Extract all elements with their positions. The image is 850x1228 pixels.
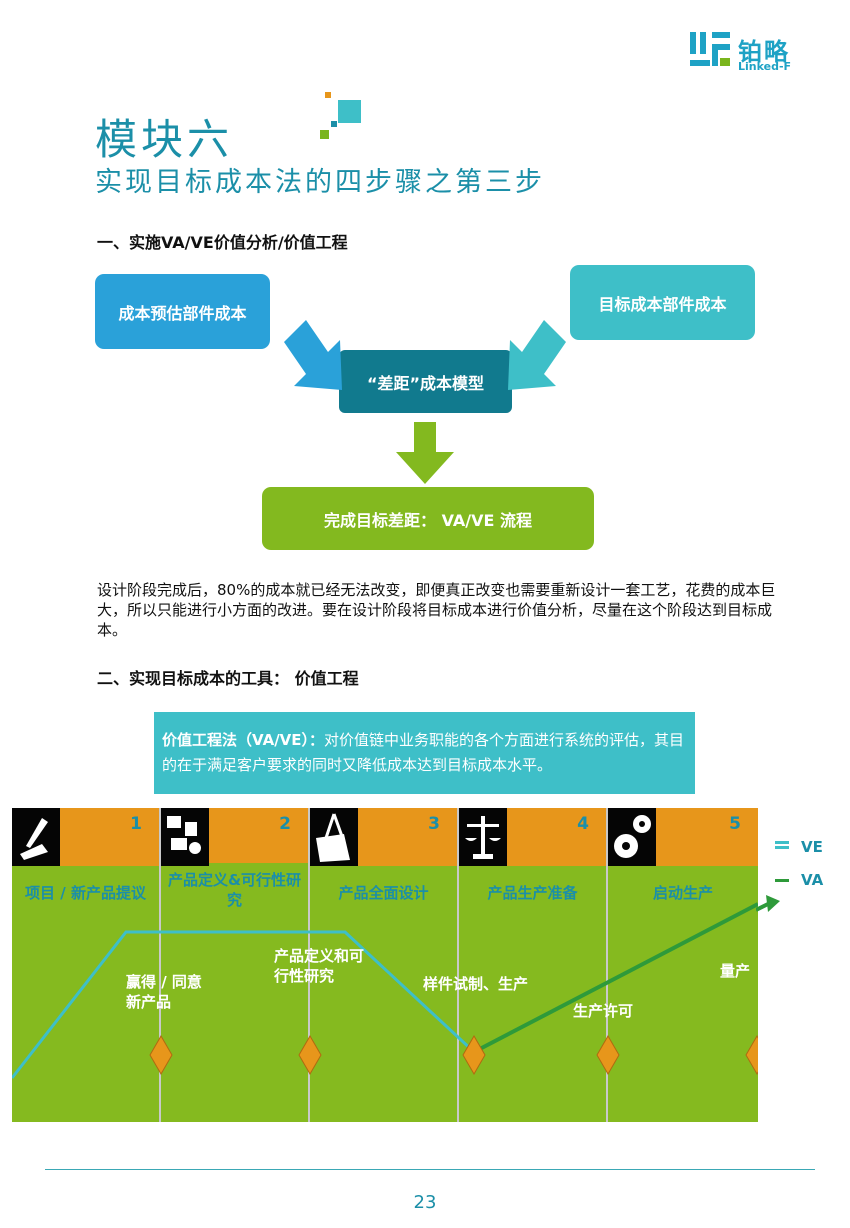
section-heading-va-ve: 一、实施VA/VE价值分析/价值工程 (97, 233, 348, 252)
milestone-diamonds (149, 1035, 758, 1075)
milestone-diamond (462, 1035, 486, 1075)
compass-drawing-icon (310, 808, 358, 866)
stage-name: 产品生产准备 (487, 884, 578, 902)
logo-mark-icon (690, 32, 730, 66)
stage-name: 产品定义&可行性研究 (161, 870, 308, 910)
process-stages-chart: 1 项目 / 新产品提议 2 产品定义&可行性研究 3 产品全面设计 4 (12, 808, 758, 1122)
section-heading-value-engineering: 二、实现目标成本的工具： 价值工程 (97, 669, 359, 688)
note-production-permit: 生产许可 (573, 1002, 634, 1020)
note-win-new-product: 赢得 / 同意新产品 (126, 973, 202, 1011)
stage-3: 3 产品全面设计 (310, 808, 459, 1122)
estimated-cost-box: 成本预估部件成本 (95, 274, 270, 349)
gears-icon (608, 808, 656, 866)
milestone-diamond (745, 1035, 758, 1075)
pen-paper-icon (12, 808, 60, 866)
brand-logo: 铂略 Linked-F (690, 30, 820, 74)
legend-ve-label: VE (801, 838, 823, 856)
note-sample-production: 样件试制、生产 (423, 975, 529, 993)
ve-line (12, 930, 476, 1079)
target-cost-box: 目标成本部件成本 (570, 265, 755, 340)
definition-text: 对价值链中业务职能的各个方面进行系统的评估，其目的在于满足客户要求的同时又降低成… (162, 731, 685, 774)
legend-va-swatch (775, 879, 789, 882)
arrow-down-right-icon (284, 320, 342, 390)
arrow-down-icon (396, 422, 454, 484)
stage-number: 4 (577, 814, 589, 834)
gap-cost-model-box: “差距”成本模型 (339, 350, 512, 413)
scales-icon (459, 808, 507, 866)
stage-4: 4 产品生产准备 (459, 808, 608, 1122)
stage-2: 2 产品定义&可行性研究 (161, 808, 310, 1122)
stage-name: 启动生产 (652, 884, 713, 902)
design-stage-paragraph: 设计阶段完成后，80%的成本就已经无法改变，即便真正改变也需要重新设计一套工艺，… (97, 581, 776, 639)
milestone-diamond (298, 1035, 322, 1075)
value-engineering-definition: 价值工程法（VA/VE）：对价值链中业务职能的各个方面进行系统的评估，其目的在于… (154, 712, 695, 794)
stage-number: 1 (130, 814, 142, 834)
definition-term: 价值工程法（VA/VE）： (162, 731, 325, 749)
page-number: 23 (413, 1192, 437, 1213)
va-arrow-head-icon (756, 895, 780, 912)
legend-ve: VE (775, 838, 823, 856)
stage-number: 2 (279, 814, 291, 834)
module-title: 模块六 (95, 115, 234, 164)
logo-name-en: Linked-F (738, 60, 792, 73)
logo-name-cn: 铂略 (738, 38, 790, 66)
complete-gap-box: 完成目标差距： VA/VE 流程 (262, 487, 594, 550)
stage-number: 3 (428, 814, 440, 834)
legend-va: VA (775, 871, 823, 889)
decorative-squares-icon (320, 92, 361, 139)
flow-arrows (284, 320, 566, 484)
footer-divider (45, 1169, 815, 1170)
note-mass-production: 量产 (720, 962, 751, 980)
puzzle-icon (161, 808, 209, 866)
page-subtitle: 实现目标成本法的四步骤之第三步 (95, 167, 545, 198)
stage-1: 1 项目 / 新产品提议 (12, 808, 161, 1122)
va-line (473, 902, 758, 1054)
stage-name: 产品全面设计 (338, 884, 429, 902)
legend-va-label: VA (801, 871, 824, 889)
stage-5: 5 启动生产 (608, 808, 758, 1122)
milestone-diamond (149, 1035, 173, 1075)
stage-number: 5 (729, 814, 741, 834)
process-lines (12, 902, 758, 1079)
note-product-definition: 产品定义和可行性研究 (274, 947, 365, 985)
milestone-diamond (596, 1035, 620, 1075)
stage-name: 项目 / 新产品提议 (25, 884, 146, 902)
legend-ve-swatch (775, 846, 789, 849)
arrow-down-left-icon (508, 320, 566, 390)
